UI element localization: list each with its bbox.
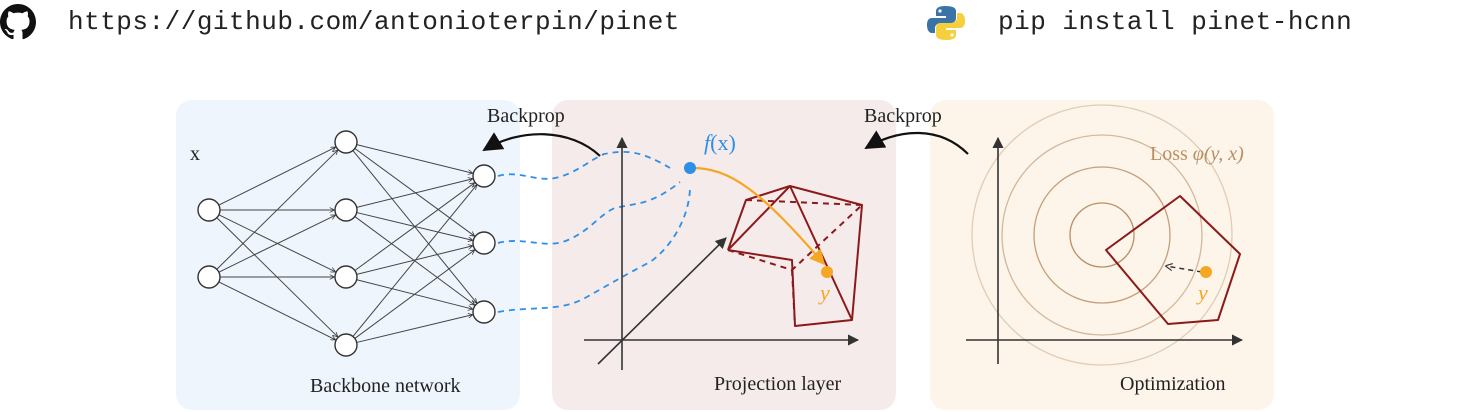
python-icon bbox=[926, 4, 965, 40]
input-label: x bbox=[190, 143, 200, 165]
backprop-arrow-left bbox=[482, 132, 601, 157]
backprop-label-left: Backprop bbox=[487, 105, 565, 127]
optimization-axes bbox=[966, 136, 1244, 364]
loss-label: Loss φ(y, x) bbox=[1150, 143, 1244, 165]
optimization-point bbox=[1200, 266, 1212, 278]
projection-label: Projection layer bbox=[714, 373, 842, 395]
backbone-panel bbox=[176, 100, 520, 410]
network-node bbox=[334, 333, 358, 357]
repo-url[interactable]: https://github.com/antonioterpin/pinet bbox=[68, 7, 680, 37]
network-node bbox=[472, 300, 496, 324]
projected-point bbox=[821, 266, 833, 278]
network-edge bbox=[356, 246, 473, 275]
projection-panel bbox=[552, 100, 896, 410]
network-node bbox=[334, 130, 358, 154]
network-edge bbox=[356, 144, 473, 173]
projection-axes bbox=[584, 136, 860, 370]
network-edge bbox=[216, 150, 338, 270]
backprop-label-right: Backprop bbox=[864, 105, 942, 127]
output-connections bbox=[497, 150, 691, 313]
loss-contours bbox=[971, 104, 1233, 366]
backprop-arrow-right bbox=[864, 130, 969, 155]
install-command-text: pip install pinet-hcnn bbox=[998, 7, 1353, 37]
network-node bbox=[334, 265, 358, 289]
optimization-panel bbox=[930, 100, 1274, 410]
install-command: pip install pinet-hcnn bbox=[926, 4, 1352, 40]
network-nodes bbox=[197, 130, 496, 357]
optimization-point-label: y bbox=[1196, 280, 1208, 305]
network-edge bbox=[354, 250, 475, 339]
network-edge bbox=[218, 215, 335, 273]
feasible-set-2d bbox=[1105, 195, 1241, 325]
network-node bbox=[472, 231, 496, 255]
network-node bbox=[334, 198, 358, 222]
network-node bbox=[197, 265, 221, 289]
network-node bbox=[197, 198, 221, 222]
network-node bbox=[472, 164, 496, 188]
network-edge bbox=[352, 185, 476, 337]
projection-step-arrow bbox=[1166, 266, 1203, 273]
network-edge bbox=[356, 315, 473, 343]
repo-link[interactable]: https://github.com/antonioterpin/pinet bbox=[0, 4, 680, 40]
network-edge bbox=[218, 147, 335, 206]
projection-arrow bbox=[691, 166, 826, 266]
projected-label: y bbox=[818, 280, 830, 305]
network-output-point bbox=[684, 162, 696, 174]
network-edges bbox=[216, 144, 477, 343]
output-label: f(x) bbox=[704, 130, 736, 155]
header: https://github.com/antonioterpin/pinet p… bbox=[0, 0, 1460, 44]
network-edge bbox=[218, 281, 335, 340]
network-edge bbox=[354, 183, 474, 271]
network-edge bbox=[356, 179, 473, 208]
network-edge bbox=[354, 148, 474, 235]
github-icon bbox=[0, 4, 36, 40]
backbone-label: Backbone network bbox=[310, 375, 461, 397]
optimization-label: Optimization bbox=[1120, 373, 1226, 395]
